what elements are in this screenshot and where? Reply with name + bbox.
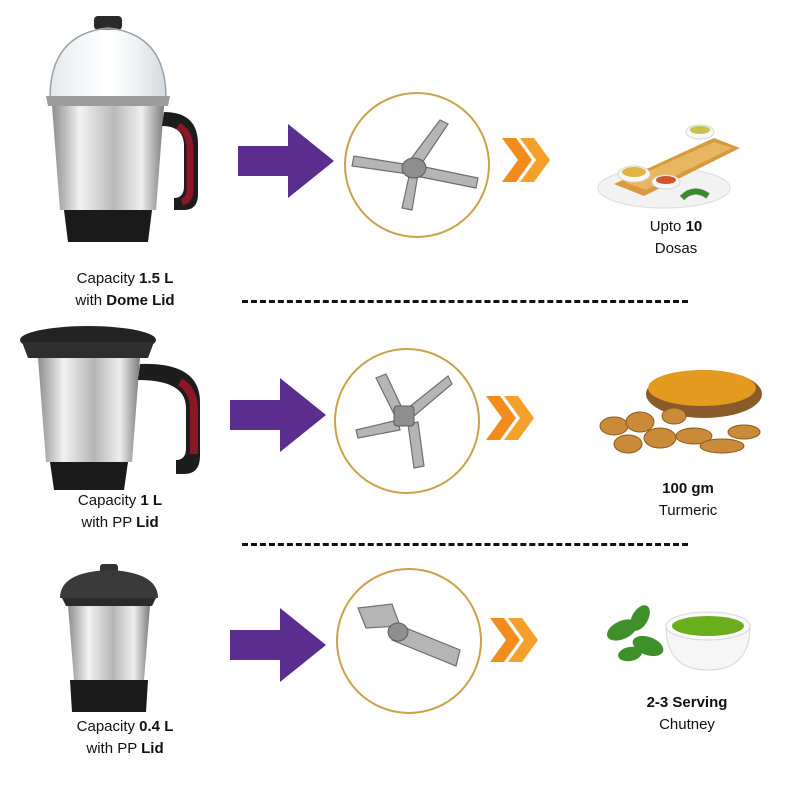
double-chevron-icon (502, 138, 552, 182)
double-chevron-icon (486, 396, 536, 440)
row-2: Capacity 1 L with PP Lid (0, 310, 800, 540)
jar-caption: Capacity 1 L with PP Lid (77, 492, 163, 531)
jar-caption: Capacity 1.5 L with Dome Lid (75, 270, 175, 309)
food-caption: 100 gm Turmeric (658, 480, 718, 519)
arrow-right-icon (230, 378, 326, 452)
small-pp-lid-jar-icon (56, 564, 162, 716)
pp-lid-jar-icon (16, 324, 206, 492)
chutney-bowl-icon (600, 598, 764, 674)
row-1: Capacity 1.5 L with Dome Lid (0, 0, 800, 309)
turmeric-icon (594, 364, 770, 464)
chutney-blade-icon (352, 600, 466, 674)
four-wing-blade-icon (350, 110, 482, 220)
blade-circle (336, 568, 482, 714)
arrow-right-icon (238, 124, 334, 198)
row-3: Capacity 0.4 L with PP Lid (0, 550, 800, 800)
food-caption: Upto 10 Dosas (649, 218, 703, 257)
dosa-plate-icon (594, 118, 744, 212)
arrow-right-icon (230, 608, 326, 682)
dashed-divider (242, 300, 688, 303)
dome-lid-jar-icon (38, 14, 203, 246)
dashed-divider (242, 543, 688, 546)
food-caption: 2-3 Serving Chutney (646, 694, 728, 733)
jar-caption: Capacity 0.4 L with PP Lid (76, 718, 174, 757)
dry-grind-blade-icon (352, 368, 458, 472)
double-chevron-icon (490, 618, 540, 662)
